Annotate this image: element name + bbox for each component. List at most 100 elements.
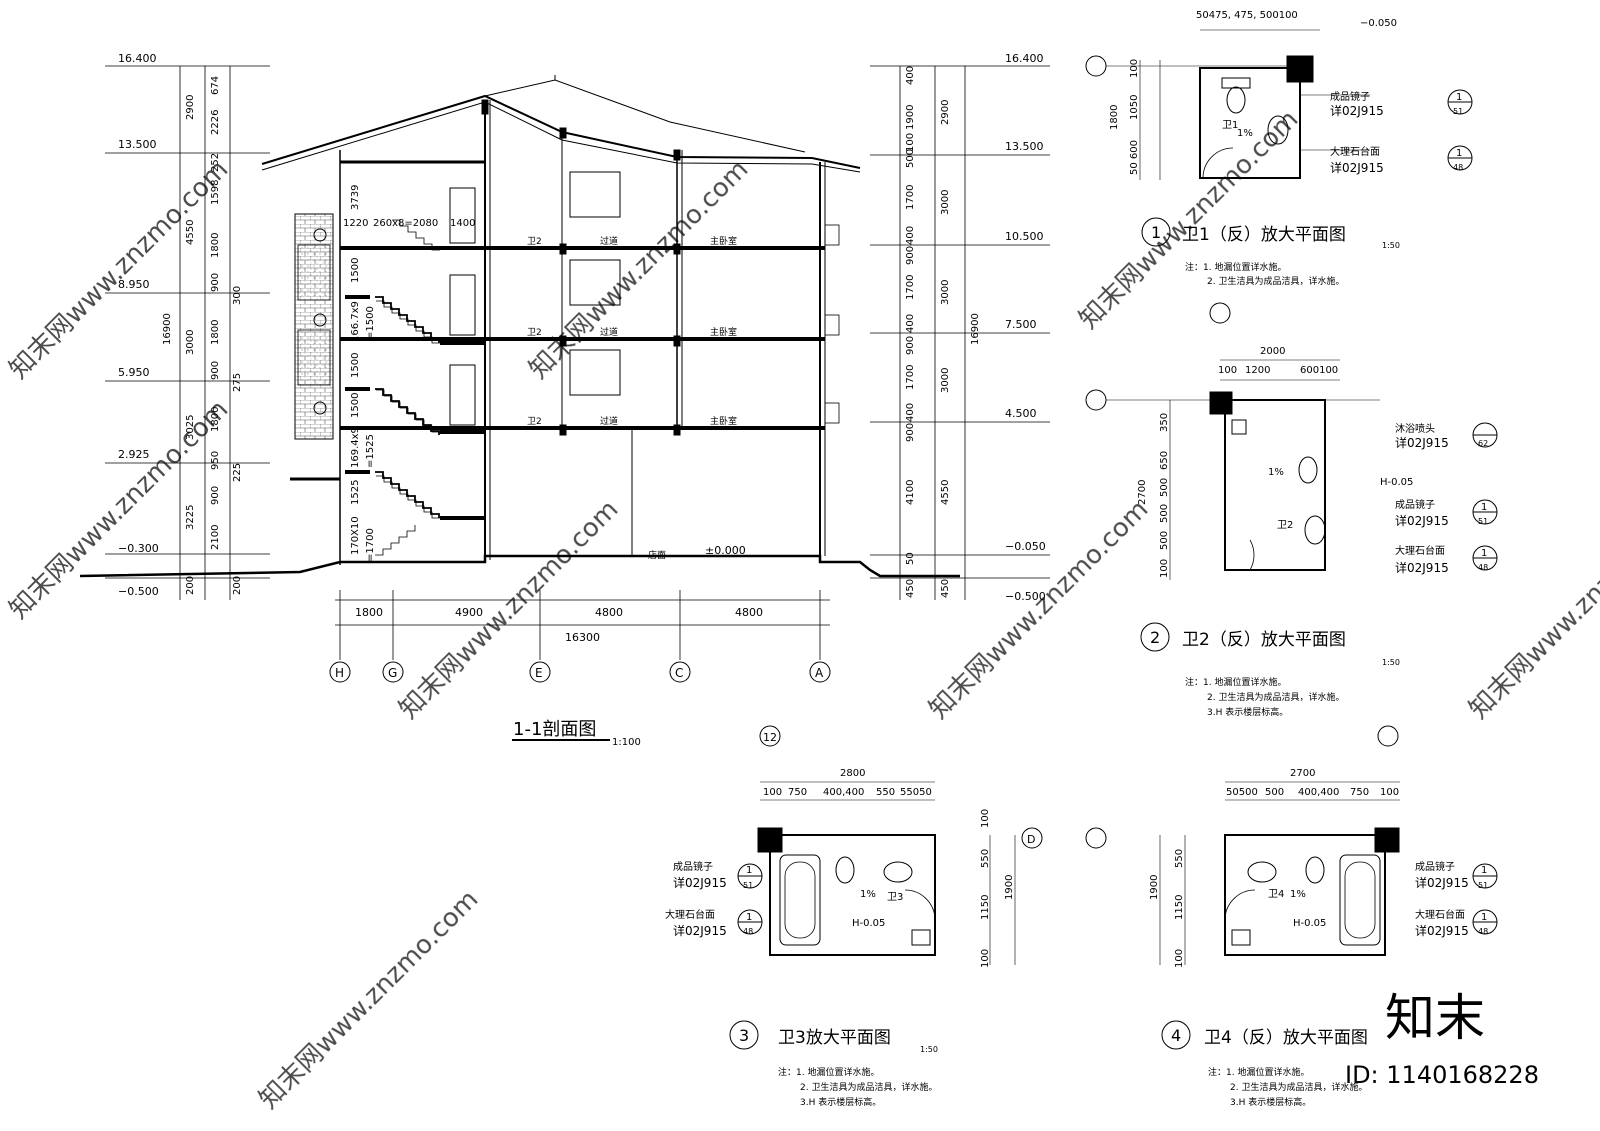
- dim-right-outer-5: 4550: [940, 480, 951, 505]
- stair-dim-13: 170X10: [350, 516, 361, 555]
- plan4-top-total: 2700: [1290, 768, 1315, 779]
- stair-dim-12: 1525: [350, 480, 361, 505]
- watermark-7: 知末网www.znzmo.com: [1074, 104, 1305, 335]
- elev-left-4: 5.950: [118, 366, 150, 379]
- dim-right-outer-1: 2900: [940, 100, 951, 125]
- dim-right-inner-7: 900: [905, 246, 916, 265]
- plan4-num: 4: [1171, 1026, 1181, 1045]
- elev-left-6: −0.300: [118, 542, 159, 555]
- axis-c: C: [675, 666, 683, 680]
- axis-e: E: [535, 666, 543, 680]
- plan3-callout-2-den: 48: [743, 927, 753, 936]
- plan1-callout-1-label: 成品镜子: [1330, 90, 1370, 103]
- plan3-num: 3: [739, 1026, 749, 1045]
- stair-dim-7: =1500: [365, 306, 376, 340]
- plan4-top-dim-2: 500: [1265, 787, 1284, 798]
- dim-right-inner-6: 400: [905, 226, 916, 245]
- stair-dim-3: 260x8=2080: [373, 218, 438, 229]
- room-label-1: 卫2: [527, 237, 542, 247]
- dim-left-outer-3: 3000: [185, 330, 196, 355]
- stair-dim-8: 1500: [350, 353, 361, 378]
- plan3-room: 卫3: [887, 892, 903, 903]
- plan1-callout-2-ref: 详02J915: [1330, 160, 1384, 175]
- plan3-top-dim-2: 750: [788, 787, 807, 798]
- dim-right-inner-10: 900: [905, 336, 916, 355]
- plan4-callout-1-den: 51: [1478, 881, 1488, 890]
- plan3-top-dim-3: 400,400: [823, 787, 864, 798]
- bottom-dim-3: 4800: [595, 606, 623, 619]
- plan2-text-layer: 2000 100 1200 600100 350 650 500 500 500…: [1137, 346, 1488, 718]
- dim-right-inner-16: 450: [905, 579, 916, 598]
- elev-right-2: 13.500: [1005, 140, 1044, 153]
- plan1-callout-1-den: 51: [1453, 107, 1463, 116]
- plan4-top-dim-3: 400,400: [1298, 787, 1339, 798]
- plan3-drawing: [729, 725, 1043, 1050]
- plan3-note-2: 2. 卫生洁具为成品洁具，详水施。: [800, 1081, 937, 1093]
- plan1-side-dim-4: 1800: [1109, 105, 1120, 130]
- plan1-slope: 1%: [1237, 128, 1253, 139]
- watermark-8: 知末网www.znzmo.com: [1464, 494, 1600, 725]
- plan3-side-dim-5: 1900: [1004, 875, 1015, 900]
- plan2-side-dim-4: 500: [1159, 504, 1170, 523]
- dim-left-inner-4: 1598: [210, 180, 221, 205]
- dim-left-inner-7: 300: [232, 286, 243, 305]
- callout-symbols: [737, 89, 1498, 935]
- plan1-note-1: 注：1. 地漏位置详水施。: [1185, 261, 1286, 273]
- plan4-top-dim-4: 750: [1350, 787, 1369, 798]
- plan2-callout-2-den: 51: [1478, 517, 1488, 526]
- dim-right-inner-14: 4100: [905, 480, 916, 505]
- plan1-callout-2-label: 大理石台面: [1330, 145, 1380, 158]
- plan1-text-layer: 50475, 475, 500100 −0.050 100 1050 50 60…: [1109, 10, 1463, 287]
- watermark-6: 知末网www.znzmo.com: [924, 494, 1155, 725]
- plan3-callout-2-ref: 详02J915: [673, 923, 727, 938]
- plan2-top-dim-3: 600100: [1300, 365, 1338, 376]
- dim-left-inner-11: 1800: [210, 407, 221, 432]
- dim-left-inner-13: 225: [232, 463, 243, 482]
- room-label-8: 过道: [600, 415, 618, 427]
- plan1-callout-2-num: 1: [1456, 148, 1462, 159]
- plan4-top-dim-5: 100: [1380, 787, 1399, 798]
- plan4-callout-1-num: 1: [1481, 865, 1487, 876]
- room-label-6: 主卧室: [710, 326, 737, 338]
- plan4-room: 卫4: [1268, 889, 1284, 900]
- plan4-level: H-0.05: [1293, 918, 1326, 929]
- plan3-callout-1-den: 51: [743, 881, 753, 890]
- plan2-side-dim-2: 650: [1159, 451, 1170, 470]
- plan2-side-dim-1: 350: [1159, 413, 1170, 432]
- plan2-room: 卫2: [1277, 520, 1293, 531]
- watermark-5: 知末网www.znzmo.com: [524, 154, 755, 385]
- stair-dim-9: 1500: [350, 393, 361, 418]
- plan1-note-2: 2. 卫生洁具为成品洁具，详水施。: [1207, 275, 1344, 287]
- elev-left-3: 8.950: [118, 278, 150, 291]
- section-text-layer: 16.400 13.500 8.950 5.950 2.925 −0.300 −…: [118, 52, 1046, 748]
- plan2-callout-2-label: 成品镜子: [1395, 498, 1435, 511]
- dim-right-inner-11: 1700: [905, 365, 916, 390]
- elev-left-2: 13.500: [118, 138, 157, 151]
- plan2-scale: 1:50: [1382, 658, 1400, 667]
- plan2-side-dim-6: 100: [1159, 559, 1170, 578]
- plan3-callout-1-num: 1: [746, 865, 752, 876]
- plan2-callout-3-label: 大理石台面: [1395, 544, 1445, 557]
- plan2-callout-1-den: 62: [1478, 439, 1488, 448]
- plan2-side-dim-3: 500: [1159, 478, 1170, 497]
- elev-right-4: 7.500: [1005, 318, 1037, 331]
- dim-left-inner-9: 900: [210, 361, 221, 380]
- stair-dim-2: 1220: [343, 218, 368, 229]
- dim-left-inner-5: 1800: [210, 233, 221, 258]
- section-1-1-drawing: [79, 65, 1050, 741]
- plan2-callout-3-den: 48: [1478, 563, 1488, 572]
- room-label-2: 过道: [600, 235, 618, 247]
- plan4-side-dim-3: 100: [1174, 949, 1185, 968]
- stair-dim-14: =1700: [365, 528, 376, 562]
- dim-right-inner-3: 100: [905, 133, 916, 152]
- dim-left-outer-2: 4550: [185, 220, 196, 245]
- dim-right-inner-2: 1900: [905, 105, 916, 130]
- stair-dim-4: 1400: [450, 218, 475, 229]
- elev-right-5: 4.500: [1005, 407, 1037, 420]
- dim-right-inner-8: 1700: [905, 275, 916, 300]
- plan4-callout-2-den: 48: [1478, 927, 1488, 936]
- watermark-3: 知末网www.znzmo.com: [254, 884, 485, 1115]
- elev-right-1: 16.400: [1005, 52, 1044, 65]
- room-label-7: 卫2: [527, 417, 542, 427]
